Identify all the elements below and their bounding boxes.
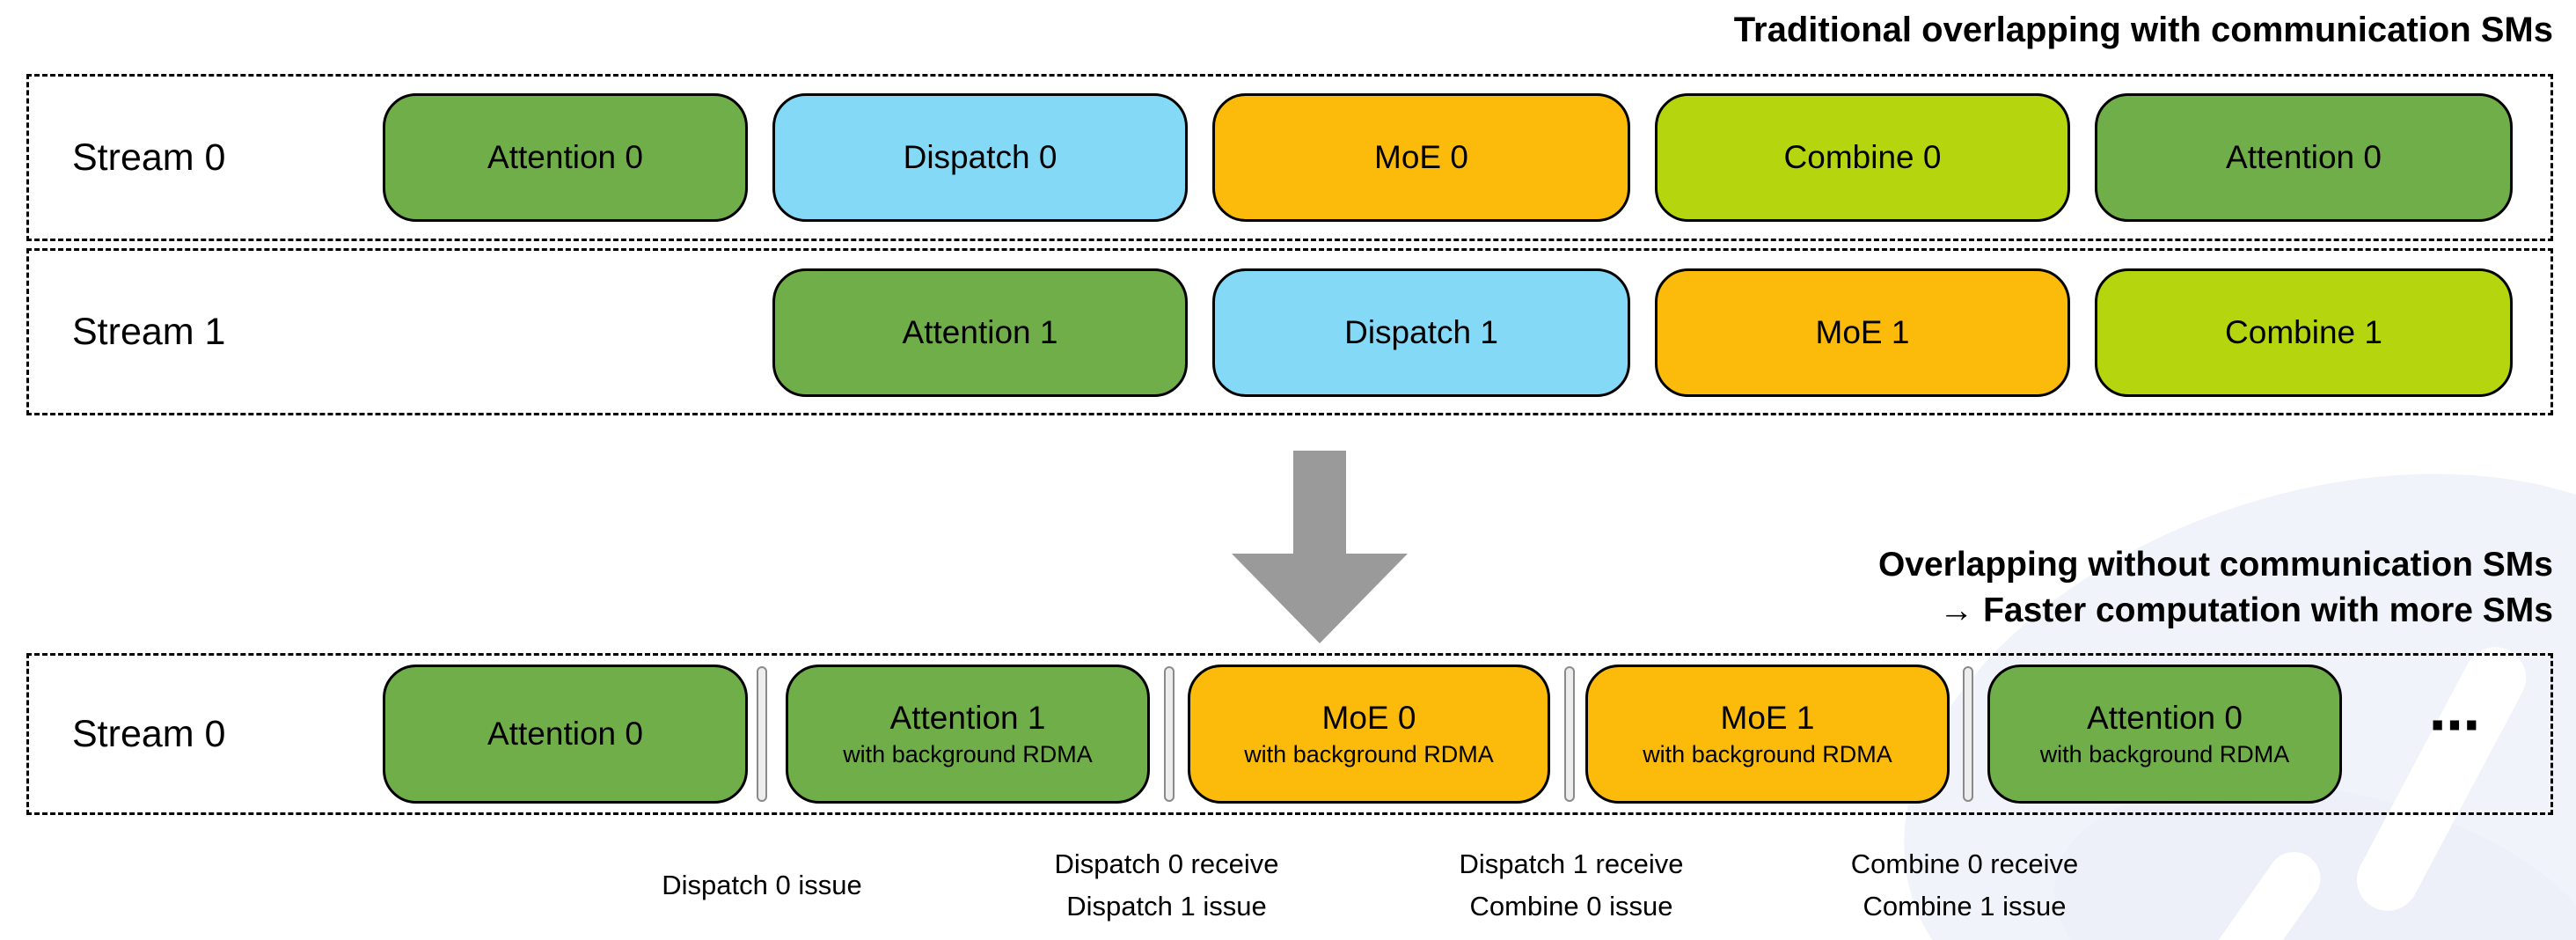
- stream0-label: Stream 0: [72, 136, 226, 179]
- stream-separator: [1963, 666, 1973, 802]
- block-attention1-row2: Attention 1: [772, 268, 1188, 397]
- stream1-label: Stream 1: [72, 310, 226, 353]
- down-arrow-icon: [1232, 554, 1408, 643]
- annotation-combine0-receive: Combine 0 receive Combine 1 issue: [1736, 843, 2193, 928]
- stream0-row-box: [26, 74, 2553, 241]
- block-label: Attention 0: [487, 139, 643, 175]
- annotation-dispatch0-issue: Dispatch 0 issue: [533, 843, 991, 907]
- block-moe1-row2: MoE 1: [1655, 268, 2070, 397]
- block-attention0-row1: Attention 0: [383, 93, 748, 222]
- block-combine0-row1: Combine 0: [1655, 93, 2070, 222]
- down-arrow-icon: [1293, 451, 1346, 554]
- stream-separator: [1564, 666, 1575, 802]
- stream-separator: [757, 666, 767, 802]
- bottom-section-title: Overlapping without communication SMs → …: [1878, 542, 2553, 634]
- block-moe0-row3: MoE 0 with background RDMA: [1188, 665, 1550, 804]
- block-attention1-row3: Attention 1 with background RDMA: [786, 665, 1150, 804]
- block-label: Attention 0: [2226, 139, 2382, 175]
- block-label: MoE 0: [1321, 700, 1416, 736]
- stream0-bottom-label: Stream 0: [72, 712, 226, 755]
- block-label: Attention 0: [487, 716, 643, 752]
- stream0-bottom-row-box: [26, 653, 2553, 815]
- continuation-ellipsis-icon: ⋯: [2429, 695, 2480, 755]
- block-attention0b-row1: Attention 0: [2095, 93, 2513, 222]
- annotation-line: Dispatch 0 issue: [662, 870, 862, 900]
- block-sublabel: with background RDMA: [1643, 741, 1892, 767]
- block-attention0-row3: Attention 0: [383, 665, 748, 804]
- annotation-line: Dispatch 0 receive: [1054, 848, 1279, 879]
- block-sublabel: with background RDMA: [2039, 741, 2290, 767]
- block-moe0-row1: MoE 0: [1212, 93, 1630, 222]
- block-sublabel: with background RDMA: [1244, 741, 1494, 767]
- annotation-line: Combine 0 issue: [1469, 891, 1673, 922]
- annotation-line: Dispatch 1 issue: [1066, 891, 1267, 922]
- top-section-title: Traditional overlapping with communicati…: [1733, 11, 2553, 49]
- annotation-line: Combine 0 receive: [1850, 848, 2079, 879]
- block-sublabel: with background RDMA: [843, 741, 1093, 767]
- block-label: MoE 1: [1720, 700, 1815, 736]
- block-label: MoE 1: [1815, 314, 1910, 350]
- block-attention0b-row3: Attention 0 with background RDMA: [1987, 665, 2342, 804]
- block-moe1-row3: MoE 1 with background RDMA: [1585, 665, 1950, 804]
- block-label: Dispatch 0: [903, 139, 1057, 175]
- annotation-dispatch0-receive: Dispatch 0 receive Dispatch 1 issue: [938, 843, 1395, 928]
- block-dispatch0-row1: Dispatch 0: [772, 93, 1188, 222]
- annotation-line: Combine 1 issue: [1862, 891, 2067, 922]
- stream-separator: [1164, 666, 1175, 802]
- block-label: Combine 1: [2225, 314, 2382, 350]
- block-label: MoE 0: [1374, 139, 1468, 175]
- block-label: Dispatch 1: [1344, 314, 1498, 350]
- block-label: Combine 0: [1783, 139, 1942, 175]
- bottom-title-line1: Overlapping without communication SMs: [1877, 546, 2553, 584]
- bottom-title-line2: → Faster computation with more SMs: [1939, 591, 2553, 629]
- block-label: Attention 1: [902, 314, 1058, 350]
- block-combine1-row2: Combine 1: [2095, 268, 2513, 397]
- block-label: Attention 1: [889, 700, 1046, 736]
- block-dispatch1-row2: Dispatch 1: [1212, 268, 1630, 397]
- annotation-line: Dispatch 1 receive: [1459, 848, 1684, 879]
- stream1-row-box: [26, 248, 2553, 415]
- block-label: Attention 0: [2087, 700, 2243, 736]
- annotation-dispatch1-receive: Dispatch 1 receive Combine 0 issue: [1343, 843, 1800, 928]
